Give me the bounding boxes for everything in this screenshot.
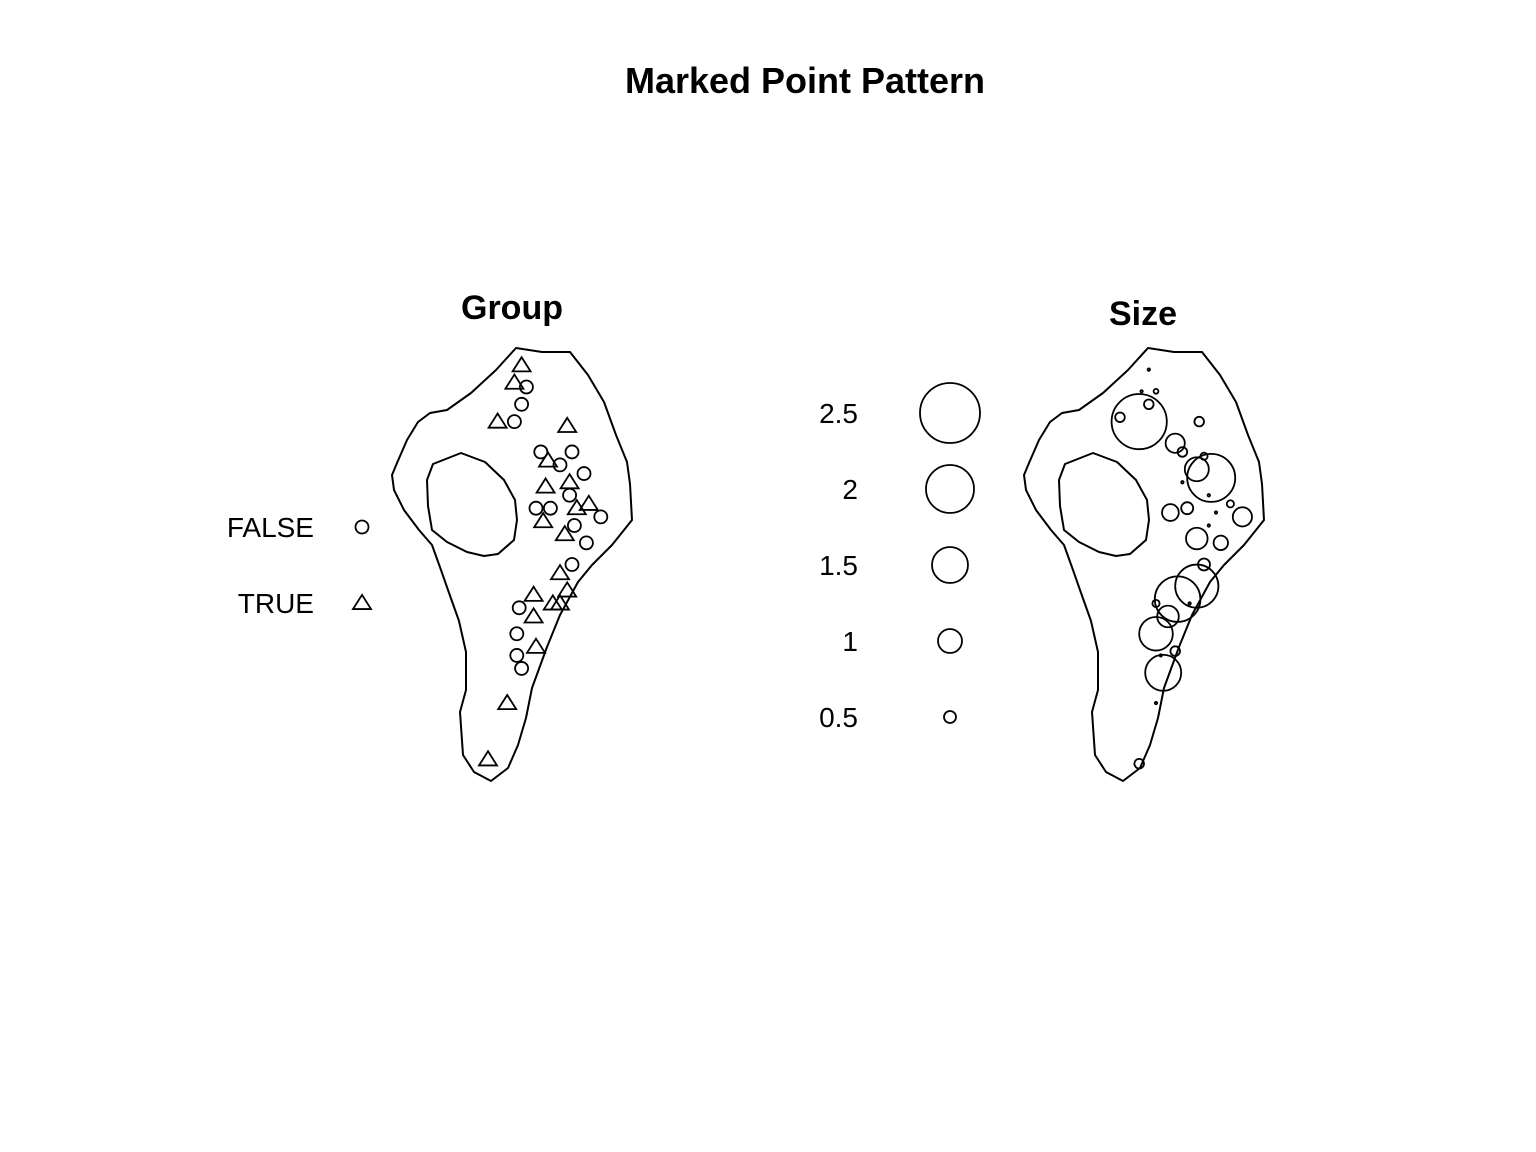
point-true-triangle xyxy=(534,476,557,494)
point-true-triangle xyxy=(525,636,547,654)
window-outer-boundary xyxy=(1023,347,1265,782)
size-point-circle xyxy=(1231,506,1253,528)
point-true-triangle xyxy=(549,593,571,611)
point-false-circle xyxy=(519,379,534,395)
point-false-circle xyxy=(528,500,544,516)
point-true-triangle xyxy=(566,498,588,516)
point-false-circle xyxy=(509,648,525,663)
point-false-circle xyxy=(507,414,522,430)
point-true-triangle xyxy=(556,580,578,598)
point-true-triangle xyxy=(503,372,526,390)
size-point-circle xyxy=(1133,757,1145,770)
legend-size-circle xyxy=(931,546,969,584)
point-false-circle xyxy=(564,557,580,572)
size-point-circle xyxy=(1185,526,1209,551)
size-point-circle xyxy=(1174,563,1220,609)
size-points xyxy=(1110,367,1253,770)
point-false-circle xyxy=(567,518,582,533)
point-true-triangle xyxy=(532,511,554,529)
point-false-circle xyxy=(593,509,609,525)
size-point-circle xyxy=(1176,446,1189,458)
legend-label-size-0-5: 0.5 xyxy=(819,702,858,733)
legend-size-circle xyxy=(925,464,975,514)
window-inner-hole xyxy=(1058,452,1150,557)
point-true-triangle xyxy=(477,749,499,767)
size-point-circle xyxy=(1114,411,1126,423)
size-point-circle xyxy=(1164,432,1186,454)
point-false-circle xyxy=(543,500,558,516)
point-false-circle xyxy=(576,466,592,481)
group-panel-title: Group xyxy=(461,289,563,327)
size-point-circle xyxy=(1169,645,1181,657)
size-point-circle xyxy=(1146,367,1151,372)
legend-label-size-1: 1 xyxy=(842,626,858,657)
window-outer-boundary xyxy=(391,347,633,782)
size-point-circle xyxy=(1193,415,1205,428)
size-point-circle xyxy=(1212,534,1229,551)
point-true-triangle xyxy=(558,472,581,490)
point-true-triangle xyxy=(522,585,545,602)
point-false-circle xyxy=(511,600,527,616)
point-false-circle xyxy=(579,535,594,551)
size-point-circle xyxy=(1225,499,1235,509)
size-point-circle xyxy=(1180,501,1195,516)
point-true-triangle xyxy=(554,524,576,542)
size-panel: Size 2.5 2 1.5 1 0.5 xyxy=(819,295,1265,782)
point-true-triangle xyxy=(549,563,571,581)
legend-label-size-2-5: 2.5 xyxy=(819,398,858,429)
point-true-triangle xyxy=(578,494,600,511)
size-point-circle xyxy=(1206,493,1211,498)
point-false-circle xyxy=(564,444,580,460)
window-inner-hole xyxy=(426,452,518,557)
size-point-circle xyxy=(1161,503,1180,522)
size-point-circle xyxy=(1156,604,1180,629)
legend-label-true: TRUE xyxy=(238,588,314,619)
size-point-circle xyxy=(1144,653,1183,692)
size-point-circle xyxy=(1110,393,1168,451)
point-false-circle xyxy=(514,396,529,412)
size-window xyxy=(1023,347,1265,782)
legend-size-circle xyxy=(919,382,981,444)
legend-size-circle xyxy=(937,628,963,654)
legend-triangle-symbol xyxy=(351,593,373,610)
point-true-triangle xyxy=(556,416,578,433)
point-true-triangle xyxy=(496,693,518,711)
size-point-circle xyxy=(1143,398,1155,410)
point-true-triangle xyxy=(522,606,545,624)
size-point-circle xyxy=(1153,700,1159,706)
point-false-circle xyxy=(552,457,568,473)
point-false-circle xyxy=(509,626,525,642)
legend-circle-symbol xyxy=(354,519,370,535)
size-point-circle xyxy=(1206,523,1211,528)
size-point-circle xyxy=(1183,456,1210,483)
legend-label-size-1-5: 1.5 xyxy=(819,550,858,581)
size-point-circle xyxy=(1152,387,1160,395)
size-point-circle xyxy=(1213,510,1219,515)
group-panel: Group FALSE TRUE xyxy=(227,289,633,782)
size-legend: 2.5 2 1.5 1 0.5 xyxy=(819,382,981,733)
legend-label-size-2: 2 xyxy=(842,474,858,505)
legend-size-circle xyxy=(943,710,957,724)
point-false-circle xyxy=(562,487,577,503)
size-point-circle xyxy=(1180,480,1185,485)
size-point-circle xyxy=(1151,598,1161,608)
point-true-triangle xyxy=(510,355,533,373)
figure-title: Marked Point Pattern xyxy=(625,60,985,101)
group-points xyxy=(477,355,609,767)
size-point-circle xyxy=(1138,616,1174,652)
size-panel-title: Size xyxy=(1109,295,1177,333)
group-legend: FALSE TRUE xyxy=(227,512,373,619)
point-true-triangle xyxy=(537,450,559,468)
size-point-circle xyxy=(1153,575,1202,623)
size-point-circle xyxy=(1187,601,1192,606)
legend-label-false: FALSE xyxy=(227,512,314,543)
group-window xyxy=(391,347,633,782)
point-false-circle xyxy=(514,661,529,676)
point-true-triangle xyxy=(486,411,509,429)
size-point-circle xyxy=(1186,452,1237,503)
size-point-circle xyxy=(1139,389,1144,394)
